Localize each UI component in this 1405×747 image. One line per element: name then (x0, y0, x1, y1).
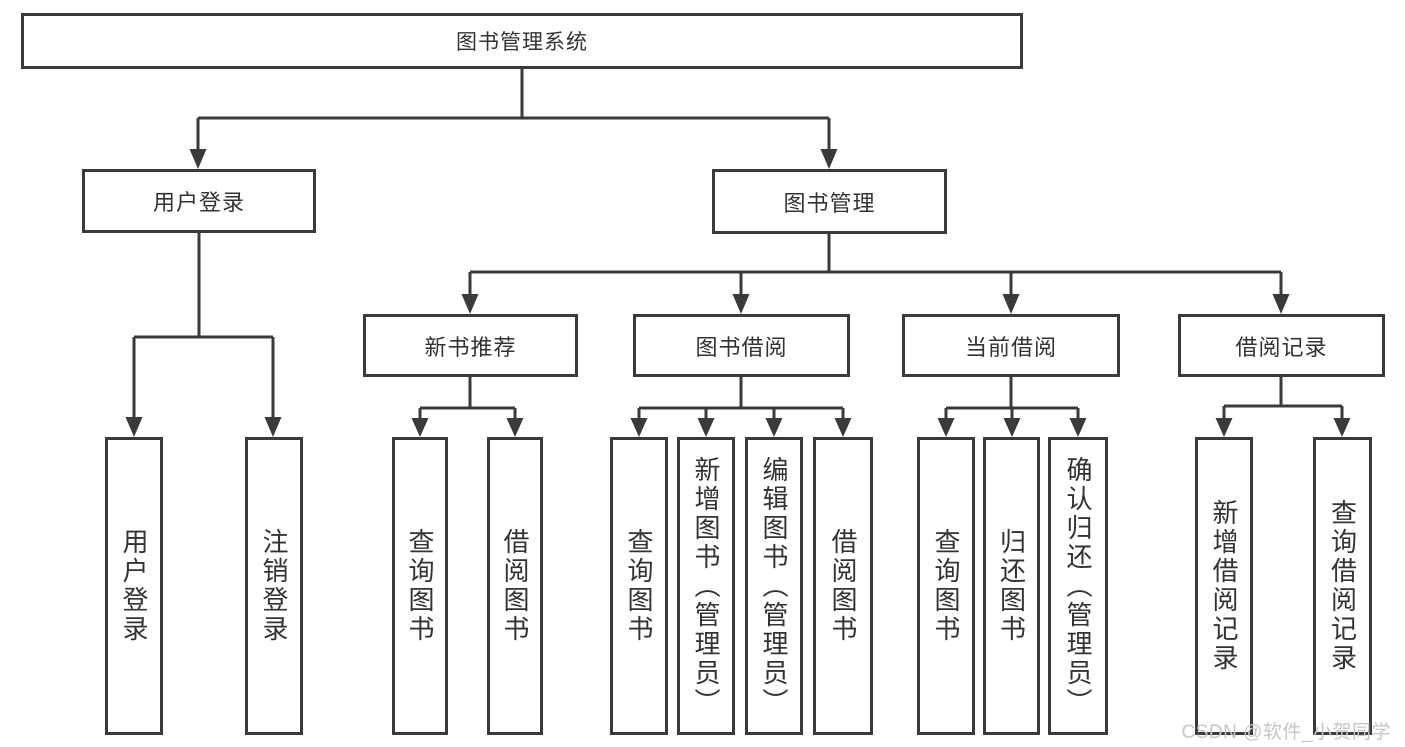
csdn-watermark: CSDN @软件_小贺同学 (1181, 722, 1391, 743)
leaf-query-books-recommend: 查询图书 (392, 437, 448, 735)
leaf-query-books-borrow: 查询图书 (610, 437, 668, 735)
arrowhead (1003, 418, 1021, 437)
arrowhead (461, 294, 479, 314)
node-label: 新书推荐 (424, 334, 517, 360)
arrowhead (937, 418, 955, 437)
leaf-add-books-admin: 新增图书（管理员） (677, 437, 735, 735)
node-book-management: 图书管理 (712, 169, 947, 234)
node-label: 查询图书 (405, 528, 435, 644)
node-label: 借阅图书 (500, 528, 530, 644)
arrowhead (506, 418, 524, 437)
node-label: 借阅图书 (828, 528, 858, 644)
node-label: 图书借阅 (695, 334, 788, 360)
node-label: 确认归还（管理员） (1063, 455, 1093, 717)
node-current-borrow: 当前借阅 (902, 314, 1120, 377)
leaf-confirm-return-admin: 确认归还（管理员） (1048, 437, 1108, 735)
arrowhead (189, 149, 207, 169)
leaf-return-books: 归还图书 (983, 437, 1040, 735)
arrowhead (820, 149, 838, 169)
arrowhead (1215, 418, 1233, 437)
arrowhead (1333, 418, 1351, 437)
leaf-add-borrow-record: 新增借阅记录 (1195, 437, 1253, 735)
node-label: 查询借阅记录 (1327, 499, 1358, 673)
arrowhead (732, 294, 750, 314)
arrowhead (411, 418, 429, 437)
arrowhead (125, 417, 143, 437)
node-label: 图书管理 (783, 190, 876, 216)
arrowhead (1069, 418, 1087, 437)
arrowhead (834, 418, 852, 437)
arrowhead (765, 418, 783, 437)
leaf-user-login: 用户登录 (105, 437, 163, 735)
leaf-query-borrow-record: 查询借阅记录 (1313, 437, 1372, 735)
node-label: 查询图书 (624, 528, 654, 644)
node-book-borrow: 图书借阅 (633, 314, 850, 377)
leaf-query-books-current: 查询图书 (917, 437, 975, 735)
node-label: 用户登录 (119, 528, 149, 644)
node-borrow-records: 借阅记录 (1178, 314, 1385, 377)
node-label: 新增图书（管理员） (691, 455, 721, 717)
leaf-logout: 注销登录 (245, 437, 303, 735)
arrowhead (1002, 294, 1020, 314)
node-root-system: 图书管理系统 (21, 13, 1023, 69)
arrowhead (697, 418, 715, 437)
node-label: 注销登录 (259, 528, 289, 644)
node-label: 编辑图书（管理员） (759, 455, 789, 717)
node-label: 借阅记录 (1235, 334, 1328, 360)
node-label: 图书管理系统 (456, 31, 588, 54)
node-new-book-recommend: 新书推荐 (363, 314, 578, 377)
leaf-borrow-books-recommend: 借阅图书 (487, 437, 543, 735)
node-label: 新增借阅记录 (1209, 499, 1239, 673)
arrowhead (630, 418, 648, 437)
leaf-edit-books-admin: 编辑图书（管理员） (745, 437, 803, 735)
node-label: 用户登录 (152, 190, 245, 215)
node-label: 当前借阅 (964, 334, 1057, 360)
arrowhead (1272, 294, 1290, 314)
node-label: 归还图书 (996, 528, 1027, 644)
arrowhead (264, 417, 282, 437)
leaf-borrow-books: 借阅图书 (813, 437, 873, 735)
node-user-login: 用户登录 (82, 169, 316, 233)
node-label: 查询图书 (931, 528, 961, 644)
